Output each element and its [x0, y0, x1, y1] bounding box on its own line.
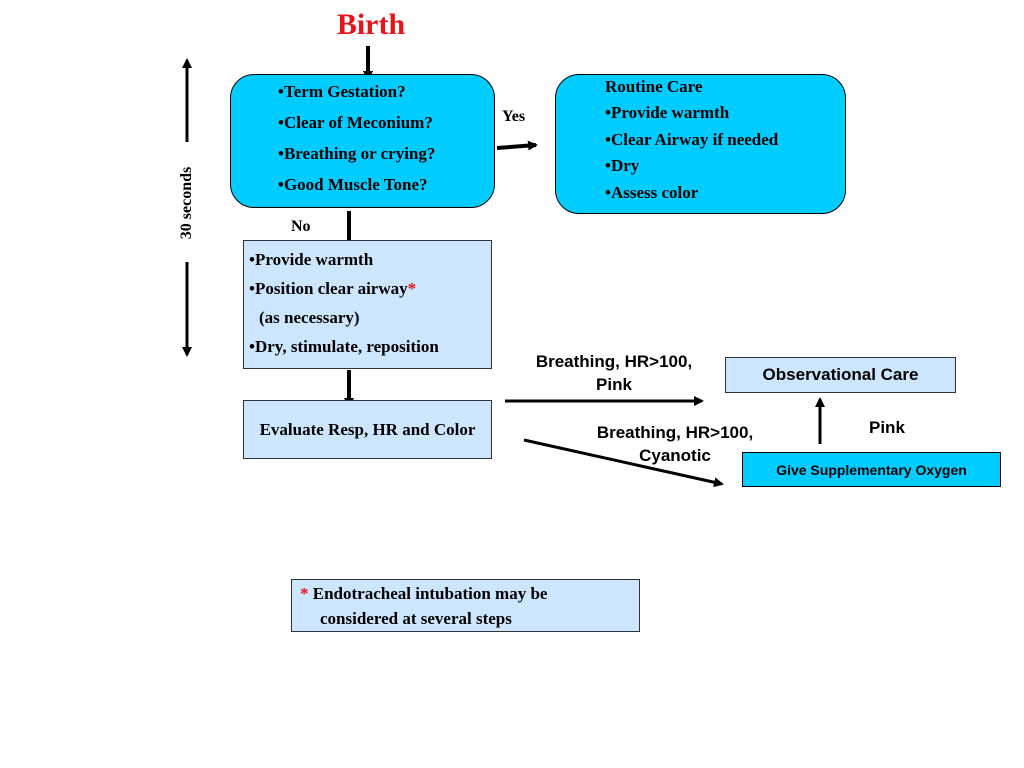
initial-steps-box: [243, 240, 492, 369]
assessment-item: •Term Gestation?: [278, 82, 406, 101]
timing-label-text: 30 seconds: [178, 166, 195, 240]
step-item: •Position clear airway*: [249, 277, 489, 306]
label-line: Breathing, HR>100,: [596, 423, 754, 442]
step-item-note: (as necessary): [259, 308, 360, 327]
routine-care-item: •Provide warmth: [605, 103, 730, 123]
timing-label: 30 seconds: [173, 148, 201, 258]
footnote-box: [291, 579, 640, 632]
supplementary-oxygen-box: Give Supplementary Oxygen: [742, 452, 1001, 487]
routine-care-heading: Routine Care: [605, 77, 703, 96]
initial-steps-list: •Provide warmth •Position clear airway* …: [249, 248, 489, 364]
label-line: Breathing, HR>100,: [535, 352, 693, 371]
footnote-text: * Endotracheal intubation may be conside…: [300, 581, 636, 631]
routine-care-item: •Assess color: [605, 182, 699, 202]
step-item-text: •Position clear airway: [249, 279, 408, 298]
observational-care-box: Observational Care: [725, 357, 956, 393]
pink-label: Pink: [869, 418, 905, 437]
breathing-cyanotic-label: Breathing, HR>100, Cyanotic: [580, 421, 770, 467]
routine-care-list: Routine Care •Provide warmth •Clear Airw…: [605, 76, 841, 208]
asterisk-mark: *: [407, 279, 417, 298]
evaluate-box: Evaluate Resp, HR and Color: [243, 400, 492, 459]
routine-care-box: [555, 74, 846, 214]
slide-title: Birth: [336, 8, 406, 41]
step-item: •Provide warmth: [249, 250, 374, 269]
assessment-item: •Breathing or crying?: [278, 144, 436, 163]
footnote-line: considered at several steps: [320, 609, 512, 628]
routine-care-item: •Dry: [605, 156, 640, 176]
asterisk-mark: *: [300, 584, 309, 603]
label-line: Cyanotic: [639, 446, 711, 465]
yes-label: Yes: [502, 108, 526, 125]
label-line: Pink: [596, 375, 632, 394]
assessment-item: •Clear of Meconium?: [278, 113, 433, 132]
assessment-box: [230, 74, 495, 208]
assessment-list: •Term Gestation? •Clear of Meconium? •Br…: [278, 80, 493, 204]
arrow-to-oxygen: [523, 438, 724, 488]
assessment-item: •Good Muscle Tone?: [278, 175, 428, 194]
routine-care-item: •Clear Airway if needed: [605, 129, 779, 149]
arrow-yes: [496, 140, 538, 151]
no-label: No: [291, 218, 311, 235]
step-item: •Dry, stimulate, reposition: [249, 337, 439, 356]
footnote-line: Endotracheal intubation may be: [312, 584, 548, 603]
breathing-pink-label: Breathing, HR>100, Pink: [519, 350, 709, 396]
